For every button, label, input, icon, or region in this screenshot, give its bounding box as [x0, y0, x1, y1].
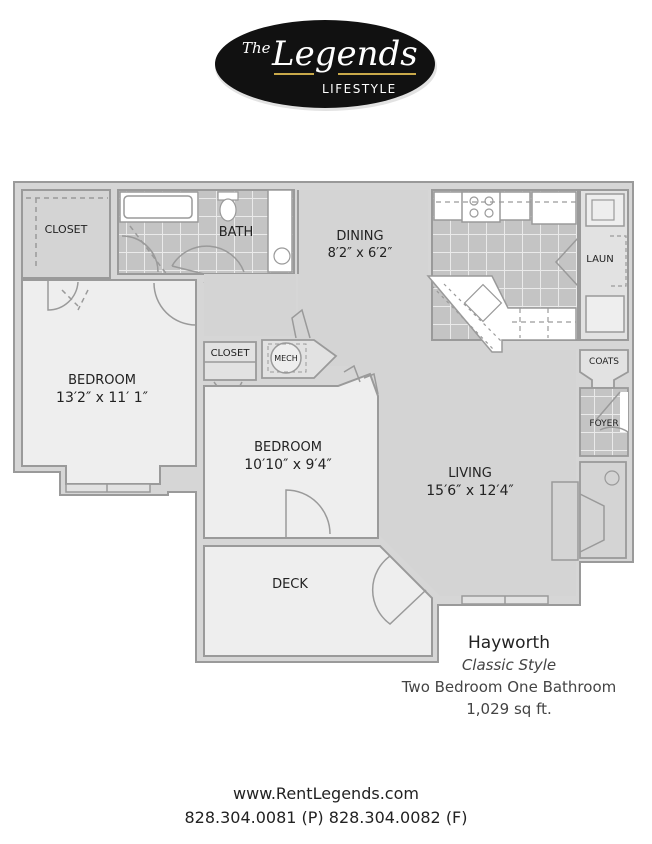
deck-door [371, 555, 427, 625]
phone-numbers: 828.304.0081 (P) 828.304.0082 (F) [184, 808, 468, 827]
deck-label: DECK [272, 577, 308, 592]
bedroom-1-label: BEDROOM [68, 373, 136, 388]
plan-size: 1,029 sq ft. [466, 700, 552, 718]
closet-2-area [203, 341, 257, 381]
logo-rule-right [338, 73, 416, 75]
living-dims: 15′6″ x 12′4″ [426, 483, 513, 499]
bedroom-2-label: BEDROOM [254, 440, 322, 455]
mech-label: MECH [274, 354, 298, 363]
website-link[interactable]: www.RentLegends.com [233, 784, 419, 803]
bath-label: BATH [219, 225, 254, 240]
counter-top-right [531, 191, 577, 225]
bedroom-1-area [21, 279, 197, 485]
sink-icon [273, 247, 291, 265]
plan-type: Two Bedroom One Bathroom [401, 678, 617, 696]
dryer-icon [585, 295, 625, 333]
deck-area [203, 545, 433, 657]
toilet-bowl-icon [219, 198, 237, 222]
laundry-label: LAUN [586, 254, 613, 265]
plan-name: Hayworth [468, 633, 550, 653]
dining-living-area [204, 190, 576, 596]
logo-brand: Legends [271, 34, 418, 74]
kitchen-island [426, 275, 577, 353]
logo-rule-left [274, 73, 314, 75]
hearth-icon [551, 481, 579, 561]
fireplace-area [579, 461, 627, 559]
legends-lifestyle-logo: The Legends LIFESTYLE [215, 20, 437, 111]
closet-1-label: CLOSET [45, 223, 88, 236]
bedroom-2-area [203, 372, 379, 539]
bedroom-2-dims: 10′10″ x 9′4″ [244, 457, 331, 473]
bedroom-2-door [285, 489, 331, 538]
dining-label: DINING [336, 229, 383, 244]
plan-style: Classic Style [461, 656, 557, 674]
living-label: LIVING [448, 466, 492, 481]
logo-tagline: LIFESTYLE [322, 82, 397, 96]
plan-info: Hayworth Classic Style Two Bedroom One B… [380, 632, 638, 720]
bedroom-1-dims: 13′2″ x 11′ 1″ [56, 390, 148, 406]
foyer-label: FOYER [589, 419, 618, 429]
stove-icon [461, 191, 501, 223]
coats-label: COATS [589, 357, 619, 367]
kitchen-sink-icon [463, 283, 503, 323]
logo-the: The [242, 39, 271, 57]
closet-2-label: CLOSET [211, 348, 251, 359]
mech-unit-icon [270, 342, 302, 374]
dining-dims: 8′2″ x 6′2″ [328, 246, 393, 261]
